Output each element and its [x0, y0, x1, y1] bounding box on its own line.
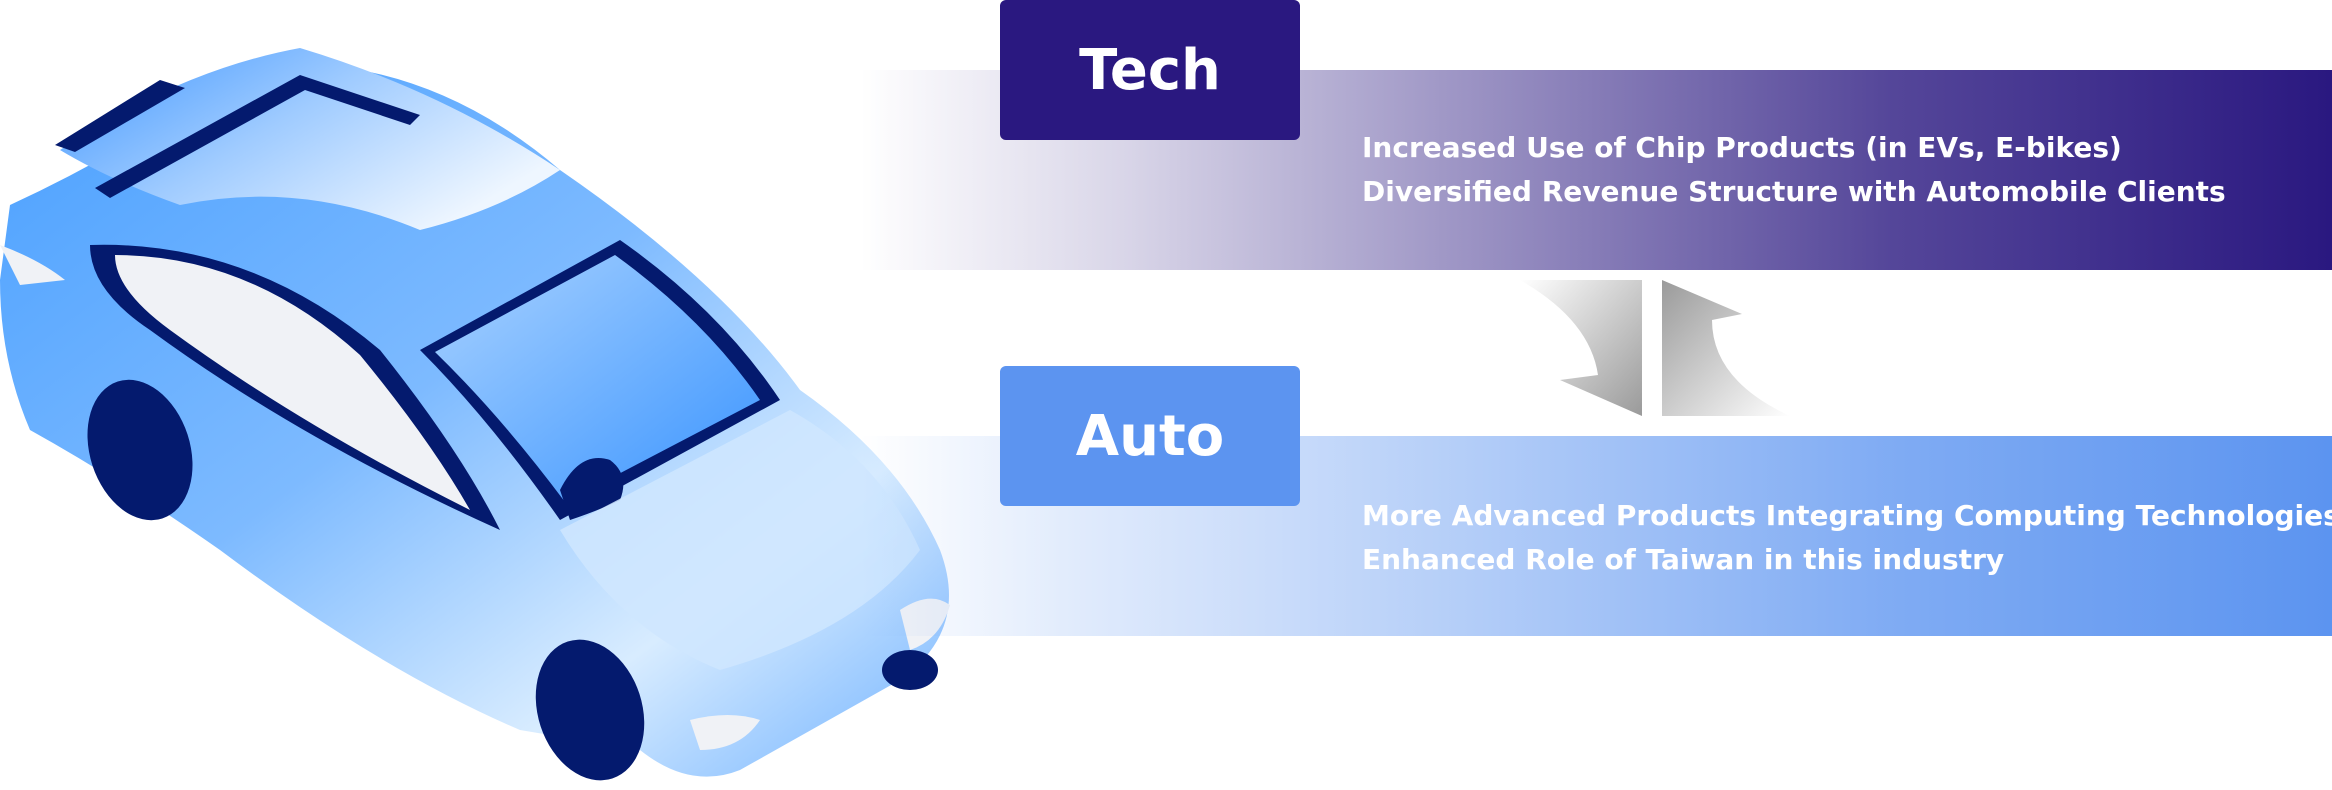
car-front-wheel	[535, 639, 645, 781]
car-roof-rail-back	[55, 80, 185, 152]
auto-line-2: Enhanced Role of Taiwan in this industry	[1362, 543, 2005, 576]
car-hood	[560, 410, 920, 670]
tech-label-box: Tech	[1000, 0, 1300, 140]
auto-line-1: More Advanced Products Integrating Compu…	[1362, 499, 2332, 532]
car-illustration	[0, 48, 950, 781]
auto-description: More Advanced Products Integrating Compu…	[1362, 494, 2332, 582]
car-roof	[60, 48, 560, 230]
down-arrow	[1520, 280, 1642, 416]
tech-label: Tech	[1079, 37, 1221, 103]
up-arrow	[1662, 280, 1790, 416]
car-rear-wheel	[87, 379, 193, 521]
auto-label: Auto	[1075, 403, 1225, 469]
tech-description: Increased Use of Chip Products (in EVs, …	[1362, 126, 2226, 214]
exchange-arrows-icon	[1520, 280, 1790, 416]
car-mirror	[560, 458, 624, 520]
car-roof-rail	[95, 75, 420, 198]
tech-line-1: Increased Use of Chip Products (in EVs, …	[1362, 131, 2122, 164]
auto-label-box: Auto	[1000, 366, 1300, 506]
tech-line-2: Diversified Revenue Structure with Autom…	[1362, 175, 2226, 208]
